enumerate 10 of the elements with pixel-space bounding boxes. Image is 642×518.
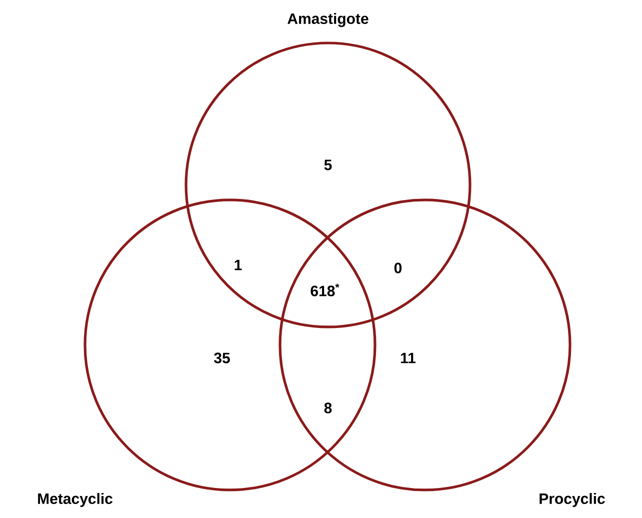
set-label: Procyclic: [540, 493, 605, 507]
set-label: Amastigote: [288, 12, 368, 28]
region-count: 8: [324, 402, 332, 414]
set-label: Metacyclic: [38, 493, 112, 507]
region-count: 618$^{*}$: [310, 284, 340, 296]
region-count: 1: [234, 260, 242, 270]
region-count: 35: [214, 352, 230, 364]
region-count: 5: [324, 160, 332, 170]
region-count: 11: [401, 352, 416, 364]
region-count: 0: [394, 262, 402, 274]
